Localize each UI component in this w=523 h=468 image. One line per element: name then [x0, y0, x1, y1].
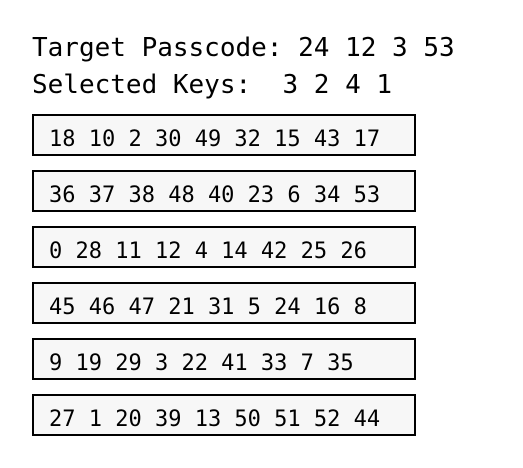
- key-row-2-keys: 36 37 38 48 40 23 6 34 53: [49, 183, 381, 208]
- key-row-6[interactable]: 27 1 20 39 13 50 51 52 44: [32, 394, 416, 436]
- key-row-2[interactable]: 36 37 38 48 40 23 6 34 53: [32, 170, 416, 212]
- selected-keys-line: Selected Keys: 3 2 4 1: [32, 70, 392, 100]
- key-row-5-keys: 9 19 29 3 22 41 33 7 35: [49, 351, 354, 376]
- selected-keys-label: Selected Keys:: [32, 70, 252, 100]
- target-passcode-label: Target Passcode:: [32, 33, 283, 63]
- key-row-4[interactable]: 45 46 47 21 31 5 24 16 8: [32, 282, 416, 324]
- key-row-6-keys: 27 1 20 39 13 50 51 52 44: [49, 407, 381, 432]
- selected-keys-value: 3 2 4 1: [282, 70, 393, 100]
- key-row-1[interactable]: 18 10 2 30 49 32 15 43 17: [32, 114, 416, 156]
- target-passcode-line: Target Passcode: 24 12 3 53: [32, 33, 455, 63]
- key-row-4-keys: 45 46 47 21 31 5 24 16 8: [49, 295, 367, 320]
- key-row-1-keys: 18 10 2 30 49 32 15 43 17: [49, 127, 381, 152]
- target-passcode-value: 24 12 3 53: [298, 33, 455, 63]
- key-row-3-keys: 0 28 11 12 4 14 42 25 26: [49, 239, 367, 264]
- key-row-3[interactable]: 0 28 11 12 4 14 42 25 26: [32, 226, 416, 268]
- key-row-5[interactable]: 9 19 29 3 22 41 33 7 35: [32, 338, 416, 380]
